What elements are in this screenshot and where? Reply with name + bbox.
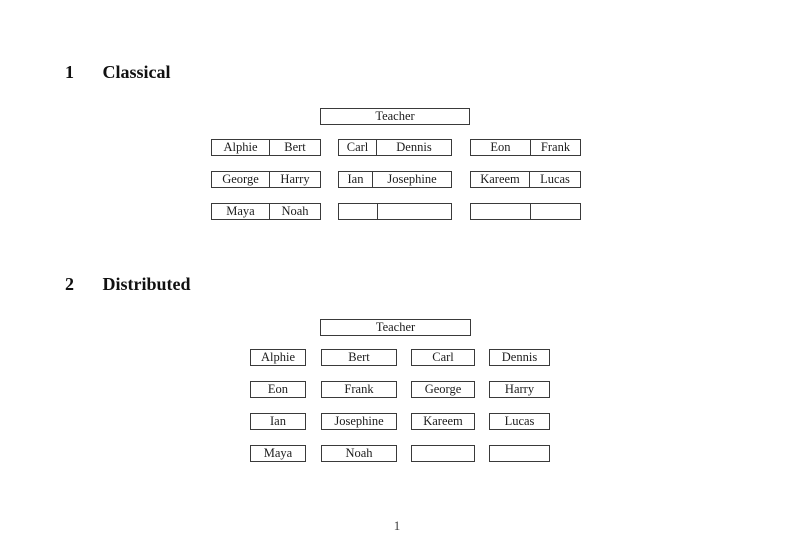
- seat-name: Frank: [344, 382, 374, 396]
- desk: Dennis: [489, 349, 550, 366]
- desk: Ian: [250, 413, 306, 430]
- seat-empty: [377, 204, 451, 219]
- section-heading-classical: 1 Classical: [65, 62, 171, 83]
- teacher-desk: Teacher: [320, 108, 470, 125]
- desk: Maya Noah: [211, 203, 321, 220]
- desk: Noah: [321, 445, 397, 462]
- teacher-label: Teacher: [375, 320, 416, 334]
- seat-empty: [339, 204, 377, 219]
- seat-name: Carl: [432, 350, 454, 364]
- desk: Lucas: [489, 413, 550, 430]
- seat-name: Kareem: [423, 414, 463, 428]
- seat-name: Ian: [347, 172, 364, 186]
- teacher-desk: Teacher: [320, 319, 471, 336]
- desk: Bert: [321, 349, 397, 366]
- seat-name: Ian: [270, 414, 286, 428]
- section-heading-distributed: 2 Distributed: [65, 274, 191, 295]
- seat-name: Dennis: [501, 350, 538, 364]
- desk: Harry: [489, 381, 550, 398]
- section-number: 2: [65, 274, 74, 294]
- desk: Carl: [411, 349, 475, 366]
- desk-empty: [470, 203, 581, 220]
- desk: Ian Josephine: [338, 171, 452, 188]
- desk: Maya: [250, 445, 306, 462]
- seat-empty: [412, 446, 474, 461]
- desk: Josephine: [321, 413, 397, 430]
- seat-name: Maya: [226, 204, 255, 218]
- page-number: 1: [393, 518, 401, 533]
- seat-name: George: [222, 172, 259, 186]
- desk: Eon Frank: [470, 139, 581, 156]
- seat-name: Lucas: [529, 172, 580, 187]
- seat-name: Josephine: [334, 414, 384, 428]
- seat-empty: [471, 204, 530, 219]
- seat-name: Alphie: [223, 140, 258, 154]
- section-number: 1: [65, 62, 74, 82]
- desk: Frank: [321, 381, 397, 398]
- seat-name: Bert: [269, 140, 320, 155]
- desk: Kareem: [411, 413, 475, 430]
- desk: Kareem Lucas: [470, 171, 581, 188]
- seat-name: Frank: [530, 140, 580, 155]
- desk-empty: [338, 203, 452, 220]
- desk: George Harry: [211, 171, 321, 188]
- seat-name: Harry: [504, 382, 535, 396]
- desk-empty: [489, 445, 550, 462]
- seat-name: Eon: [267, 382, 289, 396]
- desk: Carl Dennis: [338, 139, 452, 156]
- seat-name: Josephine: [372, 172, 451, 187]
- desk: Alphie: [250, 349, 306, 366]
- seat-empty: [490, 446, 549, 461]
- desk: George: [411, 381, 475, 398]
- desk: Eon: [250, 381, 306, 398]
- seat-name: Dennis: [376, 140, 451, 155]
- seat-empty: [530, 204, 580, 219]
- section-title: Distributed: [102, 274, 191, 294]
- seat-name: Bert: [348, 350, 370, 364]
- seat-name: Lucas: [504, 414, 535, 428]
- seat-name: Noah: [345, 446, 373, 460]
- seat-name: George: [424, 382, 462, 396]
- seat-name: Carl: [346, 140, 369, 154]
- teacher-label: Teacher: [375, 109, 415, 123]
- section-title: Classical: [102, 62, 171, 82]
- desk: Alphie Bert: [211, 139, 321, 156]
- seat-name: Noah: [269, 204, 320, 219]
- seat-name: Alphie: [260, 350, 296, 364]
- desk-empty: [411, 445, 475, 462]
- seat-name: Eon: [490, 140, 511, 154]
- seat-name: Kareem: [480, 172, 520, 186]
- seat-name: Maya: [263, 446, 293, 460]
- seat-name: Harry: [269, 172, 320, 187]
